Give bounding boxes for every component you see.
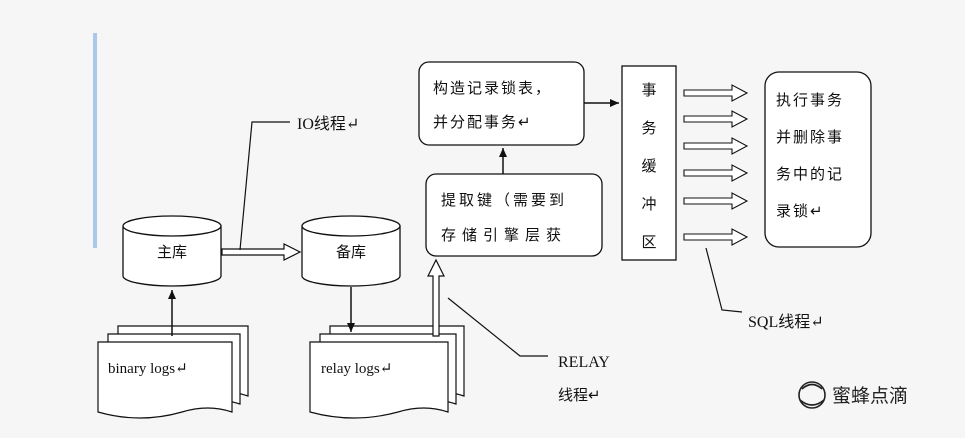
transaction-buffer-box xyxy=(621,65,677,261)
sql-thread-label: SQL线程↵ xyxy=(748,313,824,331)
build-lock-box xyxy=(418,61,585,146)
execute-text-3: 务中的记 xyxy=(776,165,844,183)
build-lock-text-2: 并分配事务↵ xyxy=(433,113,533,131)
slave-db-cylinder: 备库 xyxy=(301,215,401,287)
hollow-arrow-exec-5 xyxy=(683,192,749,210)
hollow-arrow-exec-3 xyxy=(683,137,749,155)
accent-bar xyxy=(93,33,97,248)
relay-logs-label: relay logs↵ xyxy=(321,361,392,377)
execute-text-4: 录锁↵ xyxy=(776,202,825,220)
buffer-char-3: 缓 xyxy=(641,157,656,175)
execute-text-1: 执行事务 xyxy=(776,91,844,109)
relay-logs-stack: relay logs↵ xyxy=(309,325,465,419)
hollow-arrow-relay-to-extract xyxy=(427,258,445,337)
relay-thread-label-1: RELAY xyxy=(558,354,610,371)
watermark-bee-icon xyxy=(798,381,826,409)
buffer-char-1: 事 xyxy=(641,81,656,99)
binary-logs-stack: binary logs↵ xyxy=(97,325,249,419)
slave-db-label: 备库 xyxy=(336,243,366,261)
binary-logs-label: binary logs↵ xyxy=(108,361,188,377)
execute-text-2: 并删除事 xyxy=(776,128,844,146)
sql-thread-leader xyxy=(705,247,743,313)
relay-thread-label-2: 线程↵ xyxy=(558,386,601,404)
hollow-arrow-exec-2 xyxy=(683,110,749,128)
buffer-char-5: 区 xyxy=(641,233,656,251)
hollow-arrow-exec-6 xyxy=(683,228,749,246)
build-lock-text-1: 构造记录锁表， xyxy=(433,79,552,97)
extract-key-text-2: 存储引擎层获 xyxy=(441,226,567,244)
extract-key-text-1: 提取键（需要到 xyxy=(441,191,567,209)
buffer-to-execute-arrows xyxy=(683,84,749,246)
watermark-text: 蜜蜂点滴 xyxy=(832,385,908,407)
io-thread-leader xyxy=(239,121,290,251)
extract-key-box xyxy=(425,173,603,257)
master-db-cylinder: 主库 xyxy=(122,215,222,287)
io-thread-label: IO线程↵ xyxy=(297,115,359,133)
master-db-label: 主库 xyxy=(157,243,187,261)
hollow-arrow-exec-4 xyxy=(683,164,749,182)
buffer-char-4: 冲 xyxy=(641,195,656,213)
execute-box xyxy=(764,71,872,248)
hollow-arrow-exec-1 xyxy=(683,84,749,102)
hollow-arrow-master-to-slave xyxy=(221,243,302,261)
watermark: 蜜蜂点滴 xyxy=(798,381,908,409)
buffer-char-2: 务 xyxy=(641,119,656,137)
relay-thread-leader xyxy=(447,297,548,357)
